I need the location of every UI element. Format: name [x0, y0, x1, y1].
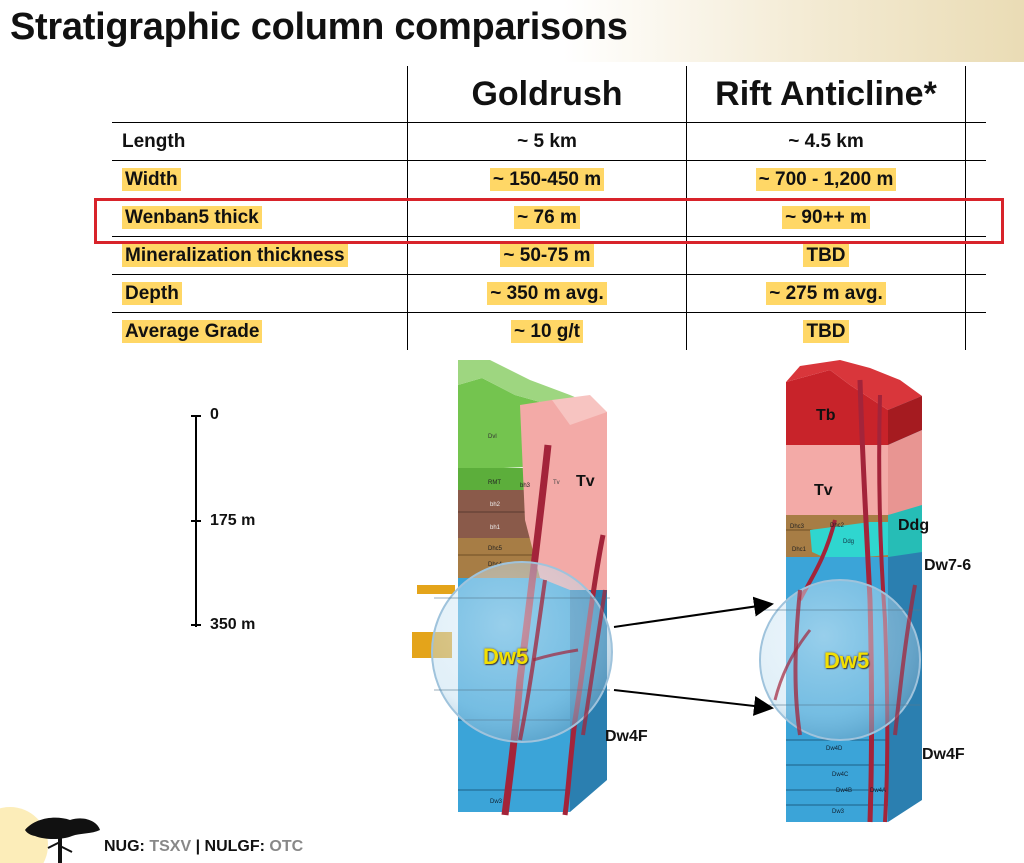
- table-row: Wenban5 thick ~ 76 m ~ 90++ m: [112, 198, 986, 237]
- goldrush-value: ~ 76 m: [514, 205, 580, 229]
- unit-label-dw4c: Dw4C: [832, 772, 849, 778]
- goldrush-label-dw4f: Dw4F: [605, 728, 648, 745]
- unit-label-dhc3: Dhc3: [790, 524, 805, 530]
- unit-label-dhc1: Dhc1: [792, 547, 807, 553]
- rift-value: ~ 4.5 km: [788, 130, 864, 152]
- rift-value: TBD: [803, 319, 849, 343]
- arrow-top: [613, 596, 774, 628]
- header-goldrush: Goldrush: [407, 66, 687, 123]
- unit-label-dhc2: Dhc2: [830, 523, 845, 529]
- rift-label-ddg: Ddg: [898, 517, 930, 534]
- rift-magnifier-lens: [759, 579, 921, 741]
- unit-label-dhc5: Dhc5: [488, 546, 503, 552]
- scale-label-0: 0: [210, 406, 219, 423]
- rift-label-tb: Tb: [816, 407, 836, 424]
- goldrush-magnifier-lens: [431, 561, 613, 743]
- goldrush-value: ~ 10 g/t: [511, 319, 583, 343]
- rift-label-dw76: Dw7-6: [924, 557, 972, 574]
- rift-value: ~ 275 m avg.: [766, 281, 886, 305]
- rift-value: ~ 700 - 1,200 m: [755, 167, 897, 191]
- footer-otc: OTC: [269, 838, 304, 855]
- scale-tick: [191, 415, 201, 417]
- unit-label-dvl: Dvl: [488, 434, 497, 440]
- unit-label-dw4d: Dw4D: [826, 746, 843, 752]
- scale-tick: [191, 520, 201, 522]
- unit-label-ddg-small: Ddg: [843, 539, 854, 545]
- goldrush-value: ~ 150-450 m: [489, 167, 605, 191]
- goldrush-value: ~ 350 m avg.: [487, 281, 607, 305]
- unit-label-dw4b: Dw4B: [836, 788, 852, 794]
- page-title: Stratigraphic column comparisons: [10, 6, 628, 48]
- row-label: Width: [122, 167, 181, 191]
- row-label: Length: [122, 130, 186, 152]
- header-empty: [112, 66, 408, 123]
- unit-label-bh3: bh3: [520, 483, 531, 489]
- footer-nulgf: NULGF:: [204, 838, 265, 855]
- rift-column: Dhc3 Dhc2 Dhc1 Ddg Dw4D Dw4C Dw4B Dw4A D…: [759, 360, 922, 823]
- header-cut: [965, 66, 986, 123]
- row-label: Depth: [122, 281, 182, 305]
- arrow-bottom: [613, 689, 774, 716]
- goldrush-value: ~ 5 km: [517, 130, 577, 152]
- table-row: Depth ~ 350 m avg. ~ 275 m avg.: [112, 274, 986, 313]
- unit-label-bh1: bh1: [490, 525, 501, 531]
- table-header-row: Goldrush Rift Anticline*: [112, 66, 986, 123]
- table-row: Width ~ 150-450 m ~ 700 - 1,200 m: [112, 160, 986, 199]
- header-rift: Rift Anticline*: [686, 66, 966, 123]
- footer-sep: |: [195, 838, 201, 855]
- footer-nug: NUG:: [104, 838, 145, 855]
- table-row: Length ~ 5 km ~ 4.5 km: [112, 122, 986, 161]
- scale-label-350: 350 m: [210, 616, 256, 633]
- goldrush-value: ~ 50-75 m: [500, 243, 594, 267]
- rift-label-tv: Tv: [814, 482, 833, 499]
- footer-ticker: NUG: TSXV | NULGF: OTC: [104, 838, 303, 856]
- rift-value: TBD: [803, 243, 849, 267]
- rift-value: ~ 90++ m: [782, 205, 870, 229]
- unit-label-dw3: Dw3: [490, 799, 503, 805]
- row-label: Mineralization thickness: [122, 243, 348, 267]
- table-row: Average Grade ~ 10 g/t TBD: [112, 312, 986, 350]
- unit-label-dw4a: Dw4A: [870, 788, 886, 794]
- scale-label-175: 175 m: [210, 512, 256, 529]
- rift-label-dw5: Dw5: [824, 648, 870, 673]
- row-label: Average Grade: [122, 319, 263, 343]
- unit-label-dw3-rift: Dw3: [832, 809, 845, 815]
- unit-label-tv-small: Tv: [553, 480, 560, 486]
- goldrush-label-dw5: Dw5: [483, 644, 529, 669]
- unit-label-rmt: RMT: [488, 480, 501, 486]
- tree-logo-icon: [0, 807, 100, 863]
- depth-marker-small: [417, 585, 455, 594]
- footer-tsxv: TSXV: [149, 838, 192, 855]
- scale-tick: [191, 624, 201, 626]
- goldrush-column: Dvl RMT bh3 Tv bh2 bh1 Dhc5 Dhc4 Dw3: [431, 360, 613, 816]
- highlight-box-wenban5: [94, 198, 1004, 244]
- goldrush-label-tv: Tv: [576, 473, 595, 490]
- rift-label-dw4f: Dw4F: [922, 746, 965, 763]
- title-bar: [0, 0, 1024, 62]
- unit-label-bh2: bh2: [490, 502, 501, 508]
- row-label: Wenban5 thick: [122, 205, 262, 229]
- comparison-table: Goldrush Rift Anticline* Length ~ 5 km ~…: [112, 66, 986, 350]
